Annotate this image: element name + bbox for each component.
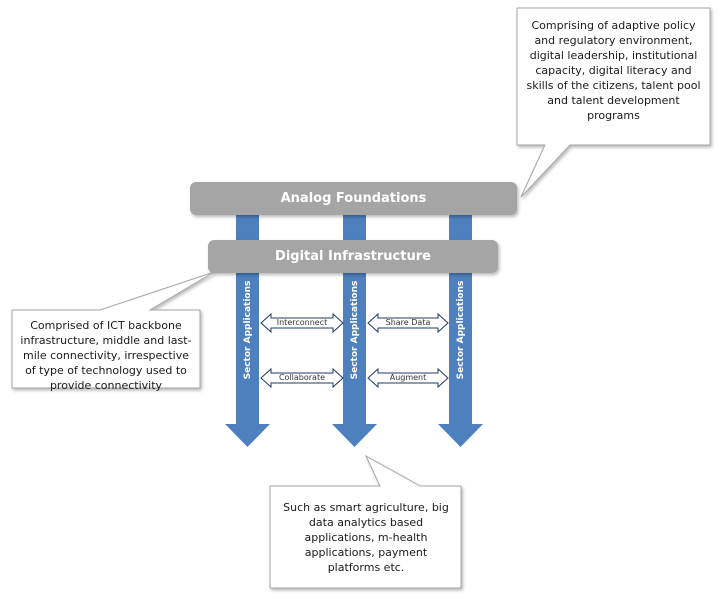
callout-digital-text: Comprised of ICT backbone infrastructure… [20, 319, 192, 392]
connector-label-collaborate: Collaborate [278, 373, 326, 382]
connector-arrow-interconnect [260, 312, 344, 334]
connector-arrow-collaborate [260, 367, 344, 389]
sector-column-2-label: Sector Applications [349, 280, 360, 380]
connector-label-augment: Augment [389, 373, 427, 382]
callout-analog-shape [516, 7, 711, 198]
callout-digital-shape [11, 271, 215, 389]
analog-foundations-label: Analog Foundations [280, 191, 427, 206]
digital-infrastructure-label: Digital Infrastructure [275, 249, 431, 264]
callout-analog-text: Comprising of adaptive policy and regula… [526, 19, 701, 122]
callout-sector-text: Such as smart agriculture, big data anal… [283, 501, 449, 574]
connector-arrow-share-data [367, 312, 449, 334]
connector-arrow-augment [367, 367, 449, 389]
connector-label-share-data: Share Data [385, 318, 431, 327]
connector-label-interconnect: Interconnect [276, 318, 328, 327]
sector-column-3-label: Sector Applications [455, 280, 466, 380]
callout-sector-shape [269, 454, 462, 589]
digital-infrastructure-bar [208, 240, 498, 273]
sector-column-1-label: Sector Applications [242, 280, 253, 380]
analog-foundations-bar [190, 182, 517, 215]
